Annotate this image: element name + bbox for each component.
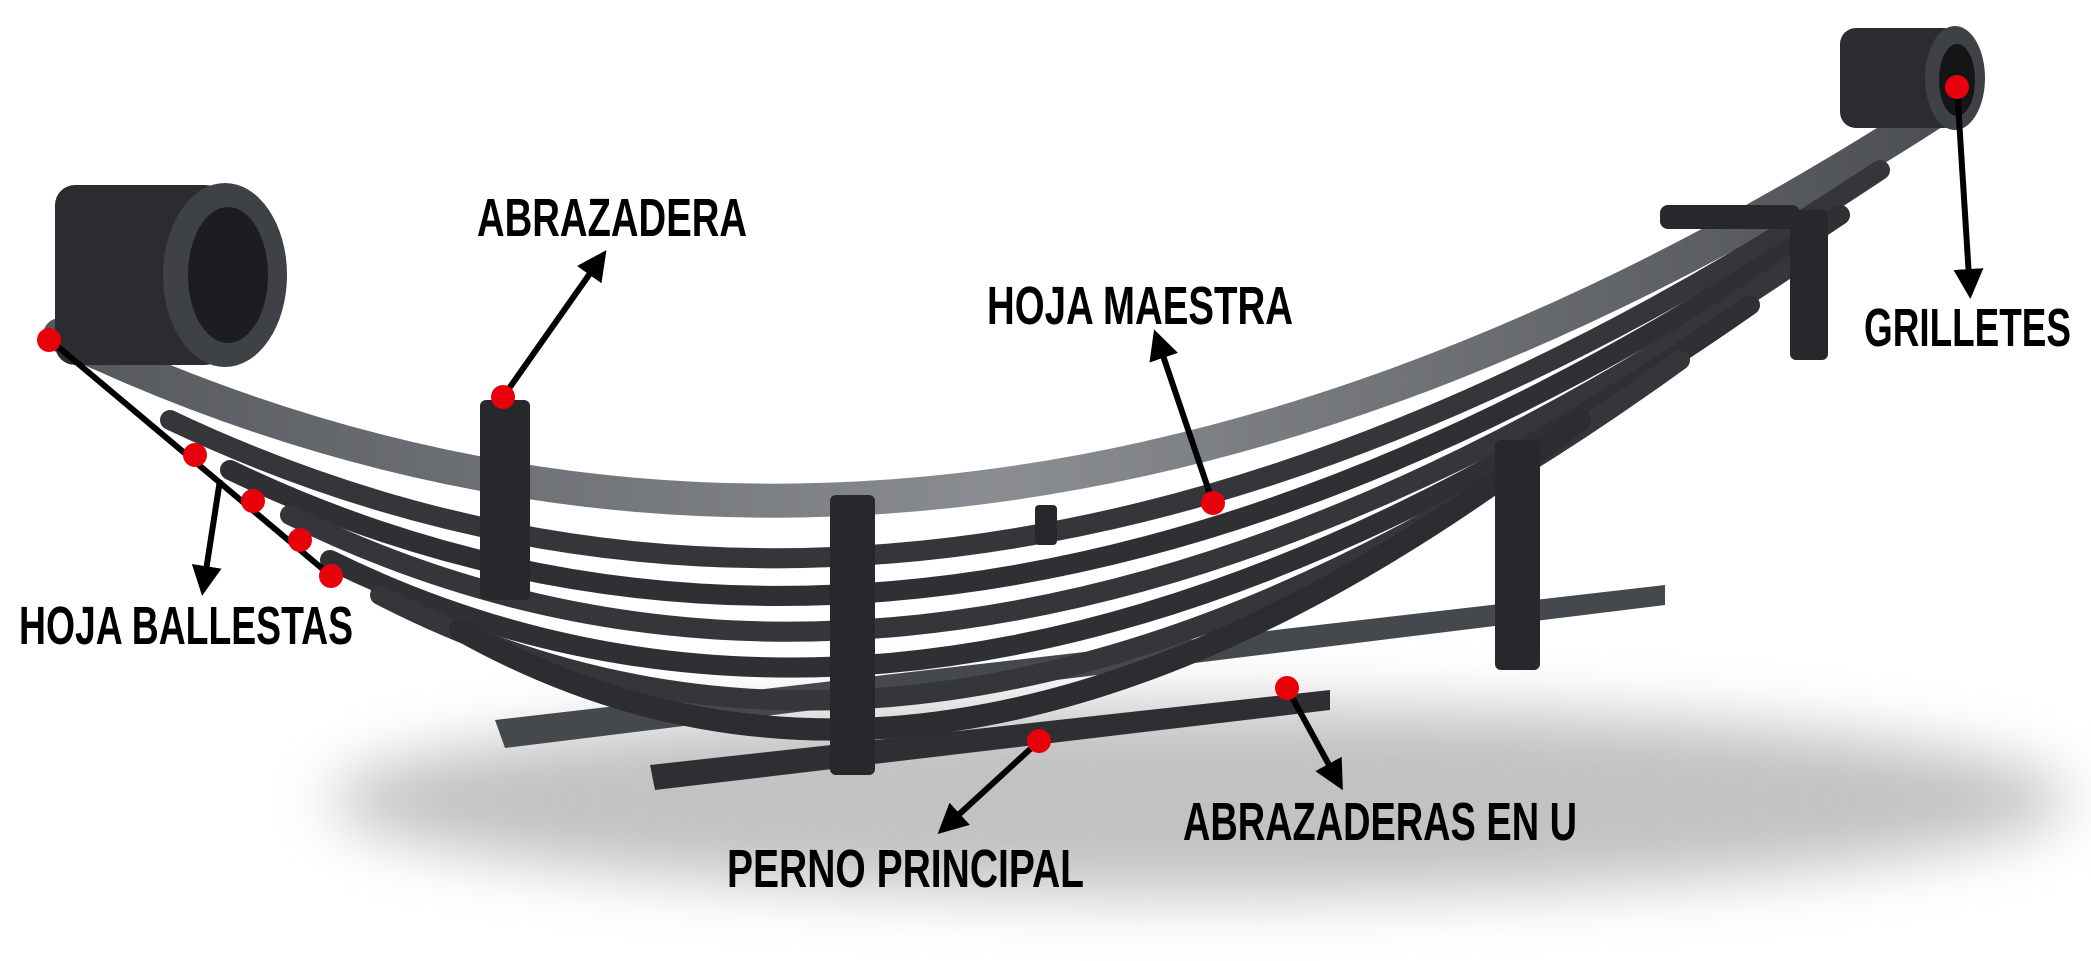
label-grilletes: GRILLETES (1864, 298, 2071, 358)
marker-dots (37, 75, 1969, 753)
label-abrazaderas-en-u: ABRAZADERAS EN U (1183, 792, 1577, 852)
clamps (480, 205, 1828, 775)
marker-dot (1201, 491, 1225, 515)
marker-dot (183, 443, 207, 467)
marker-dot (241, 489, 265, 513)
label-perno-principal: PERNO PRINCIPAL (727, 839, 1084, 899)
marker-dot (491, 385, 515, 409)
marker-dot (1945, 75, 1969, 99)
marker-dot (37, 328, 61, 352)
marker-dot (319, 564, 343, 588)
marker-dot (1275, 676, 1299, 700)
label-abrazadera: ABRAZADERA (477, 188, 747, 248)
label-hoja-maestra: HOJA MAESTRA (987, 276, 1293, 336)
marker-dot (288, 528, 312, 552)
label-hoja-ballestas: HOJA BALLESTAS (19, 596, 353, 656)
bottom-plate-lower (650, 690, 1330, 790)
marker-dot (1027, 729, 1051, 753)
left-eye (55, 183, 287, 367)
